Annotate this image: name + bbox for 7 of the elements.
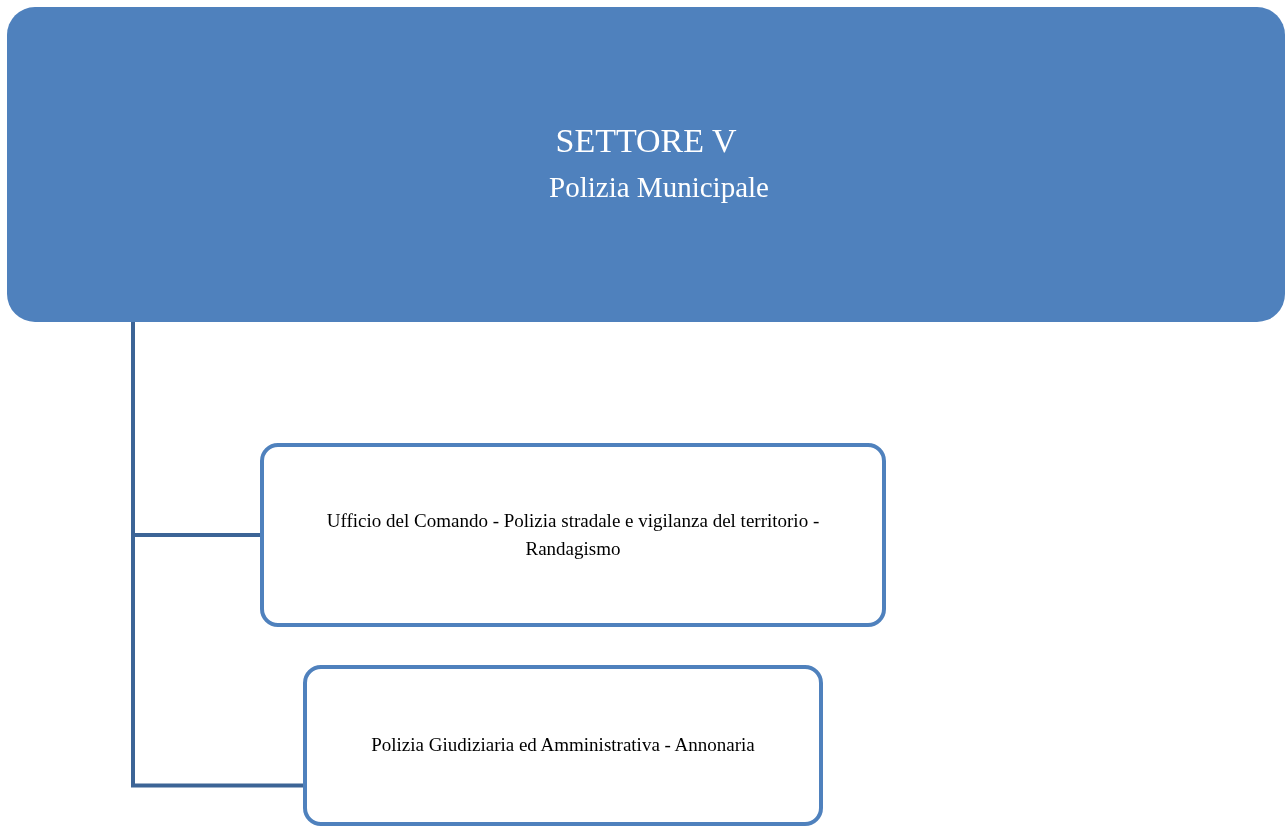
office-label: Ufficio del Comando - Polizia stradale e vigilanza del territorio - Randagismo — [325, 508, 821, 561]
office-label: Polizia Giudiziaria ed Amministrativa - Annonaria — [371, 733, 755, 758]
sector-subtitle: Polizia Municipale — [549, 170, 769, 205]
sector-title: SETTORE V — [555, 121, 737, 161]
office-box — [303, 665, 823, 826]
office-box — [260, 443, 886, 627]
sector-box — [7, 7, 1285, 322]
